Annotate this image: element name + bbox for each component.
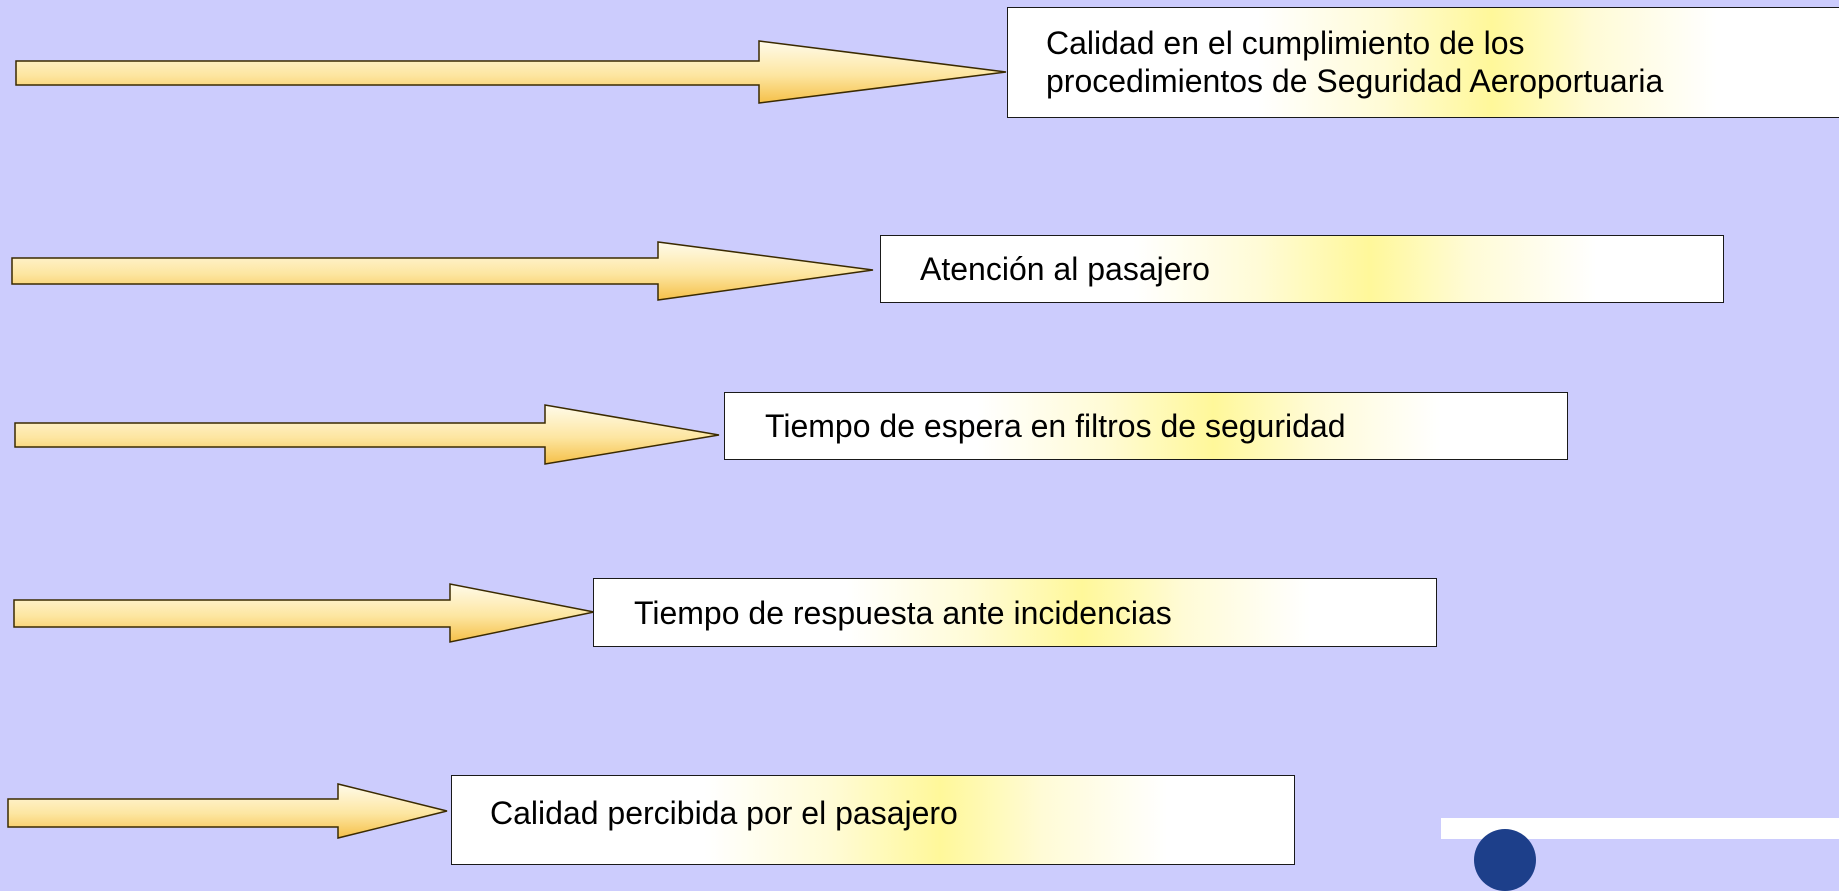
label-box-2: Atención al pasajero [880, 235, 1724, 303]
label-text-1b: procedimientos de Seguridad Aeroportuari… [1046, 63, 1664, 99]
label-box-5: Calidad percibida por el pasajero [451, 775, 1295, 865]
logo-panel [1441, 818, 1839, 839]
arrow-4 [13, 583, 595, 643]
logo-mark-icon [1474, 829, 1536, 891]
label-text-2: Atención al pasajero [920, 251, 1210, 287]
arrow-2 [11, 241, 874, 301]
label-text-4: Tiempo de respuesta ante incidencias [634, 595, 1172, 631]
label-box-3: Tiempo de espera en filtros de seguridad [724, 392, 1568, 460]
arrows-layer [7, 40, 1007, 839]
label-text-1a: Calidad en el cumplimiento de los [1046, 25, 1525, 61]
arrow-5 [7, 783, 448, 839]
arrow-3 [14, 404, 720, 465]
arrow-1 [15, 40, 1007, 104]
label-text-3: Tiempo de espera en filtros de seguridad [765, 408, 1346, 444]
label-box-1: Calidad en el cumplimiento de los proced… [1007, 7, 1839, 118]
label-box-4: Tiempo de respuesta ante incidencias [593, 578, 1437, 647]
label-text-5: Calidad percibida por el pasajero [490, 795, 958, 831]
